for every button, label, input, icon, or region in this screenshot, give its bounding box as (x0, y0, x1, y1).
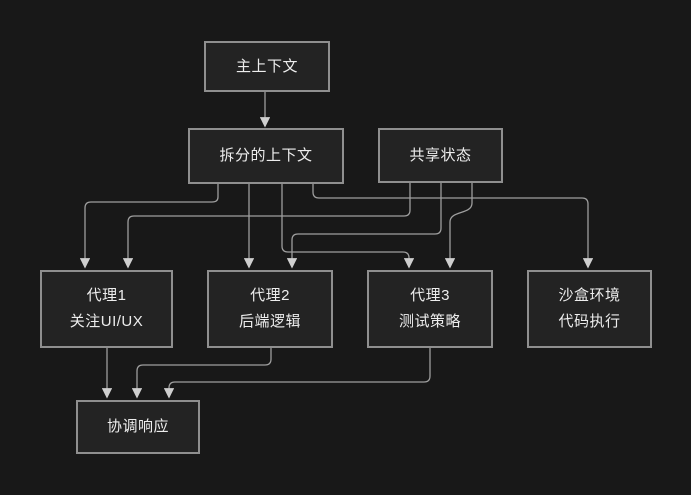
node-agent3-title: 代理3 (410, 287, 450, 304)
node-shared-state-label: 共享状态 (409, 146, 472, 164)
edge-shared-state-to-agent1 (122, 183, 411, 269)
edge-split-context-to-agent3 (281, 184, 415, 269)
edge-split-context-to-sandbox (312, 184, 594, 269)
node-sandbox: 沙盒环境 代码执行 (527, 270, 652, 348)
edge-shared-state-to-agent3 (444, 183, 473, 269)
node-main-context: 主上下文 (204, 41, 330, 92)
node-coordinated-response-label: 协调响应 (106, 418, 169, 435)
node-split-context-label: 拆分的上下文 (219, 147, 313, 164)
node-agent3: 代理3 测试策略 (367, 270, 493, 348)
node-shared-state: 共享状态 (378, 128, 503, 183)
node-agent1-title: 代理1 (86, 287, 127, 304)
node-sandbox-title: 沙盒环境 (558, 287, 621, 304)
node-agent2-title: 代理2 (250, 287, 290, 304)
node-sandbox-subtitle: 代码执行 (558, 313, 621, 330)
edge-shared-state-to-agent2 (286, 183, 442, 269)
edge-agent2-to-coordinated-response (131, 348, 272, 399)
node-agent1-subtitle: 关注UI/UX (69, 313, 144, 330)
edge-agent3-to-coordinated-response (163, 348, 431, 399)
node-coordinated-response: 协调响应 (76, 400, 200, 454)
node-agent2-subtitle: 后端逻辑 (238, 313, 301, 330)
node-split-context: 拆分的上下文 (188, 128, 344, 184)
node-agent3-subtitle: 测试策略 (398, 313, 461, 330)
node-agent1: 代理1 关注UI/UX (40, 270, 173, 348)
node-agent2: 代理2 后端逻辑 (207, 270, 333, 348)
edge-split-context-to-agent1 (79, 184, 219, 269)
node-main-context-label: 主上下文 (235, 57, 298, 75)
